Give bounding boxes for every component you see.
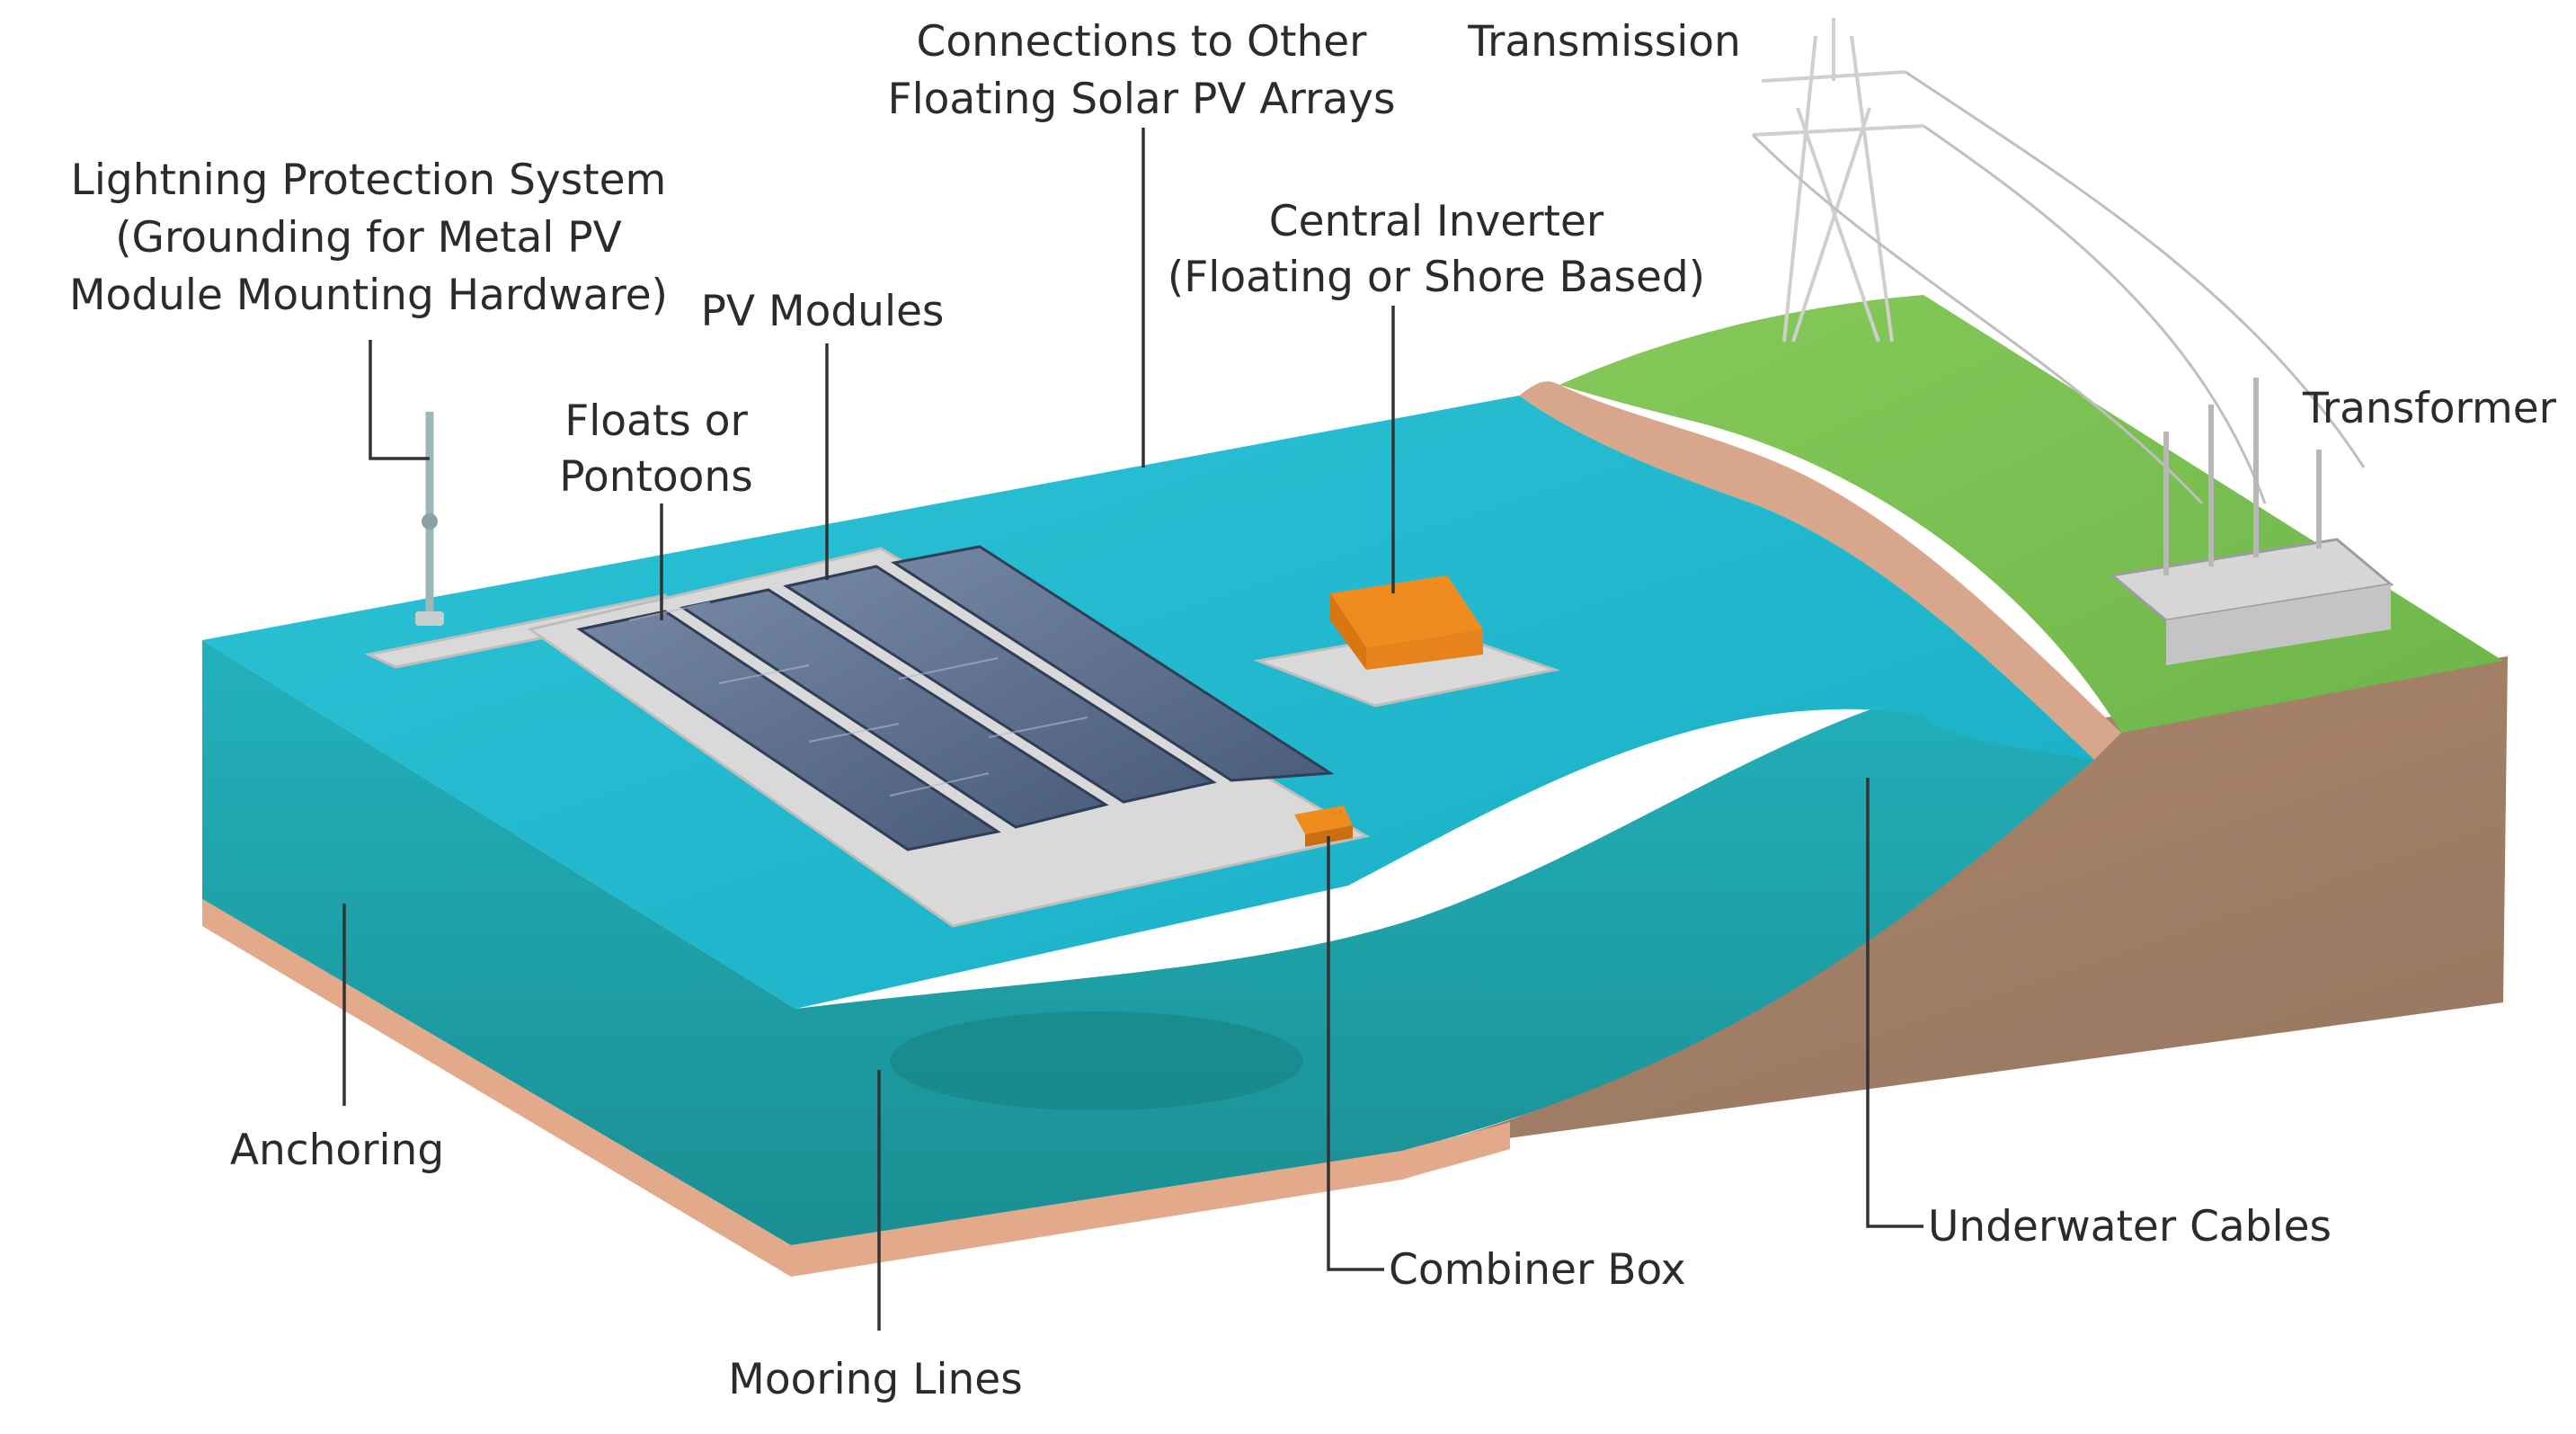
leader-combiner bbox=[1327, 836, 1384, 1271]
lightning-rod bbox=[415, 412, 444, 626]
sandy-bank bbox=[1519, 381, 2121, 760]
label-inverter-line2: (Floating or Shore Based) bbox=[1168, 253, 1705, 302]
central-inverter bbox=[1253, 575, 1560, 708]
transformer-substation bbox=[2109, 378, 2394, 665]
terrain bbox=[202, 295, 2508, 1277]
soil-block bbox=[791, 656, 2508, 1236]
label-connections-line1: Connections to Other bbox=[917, 17, 1368, 67]
water-side-front bbox=[202, 640, 2094, 1245]
label-lightning-line3: Module Mounting Hardware) bbox=[69, 271, 668, 320]
label-lightning-line1: Lightning Protection System bbox=[71, 156, 667, 205]
label-underwater-cables: Underwater Cables bbox=[1928, 1202, 2332, 1251]
label-lightning-line2: (Grounding for Metal PV bbox=[115, 213, 622, 263]
leader-lightning bbox=[369, 340, 430, 460]
label-anchoring: Anchoring bbox=[230, 1126, 444, 1175]
label-transformer: Transformer bbox=[2302, 384, 2557, 433]
label-pv-modules: PV Modules bbox=[701, 287, 945, 336]
label-connections-line2: Floating Solar PV Arrays bbox=[888, 75, 1396, 124]
leader-lines bbox=[342, 128, 1923, 1331]
label-inverter-line1: Central Inverter bbox=[1269, 197, 1604, 246]
pv-modules bbox=[576, 545, 1335, 851]
label-combiner-box: Combiner Box bbox=[1389, 1245, 1686, 1295]
label-floats-line1: Floats or bbox=[564, 396, 748, 446]
leader-underwater bbox=[1866, 778, 1923, 1228]
label-floats-line2: Pontoons bbox=[559, 452, 752, 502]
label-mooring-lines: Mooring Lines bbox=[728, 1355, 1022, 1404]
transmission-tower bbox=[1751, 18, 2366, 505]
label-transmission: Transmission bbox=[1467, 17, 1741, 67]
labels: Lightning Protection System (Grounding f… bbox=[69, 17, 2557, 1404]
